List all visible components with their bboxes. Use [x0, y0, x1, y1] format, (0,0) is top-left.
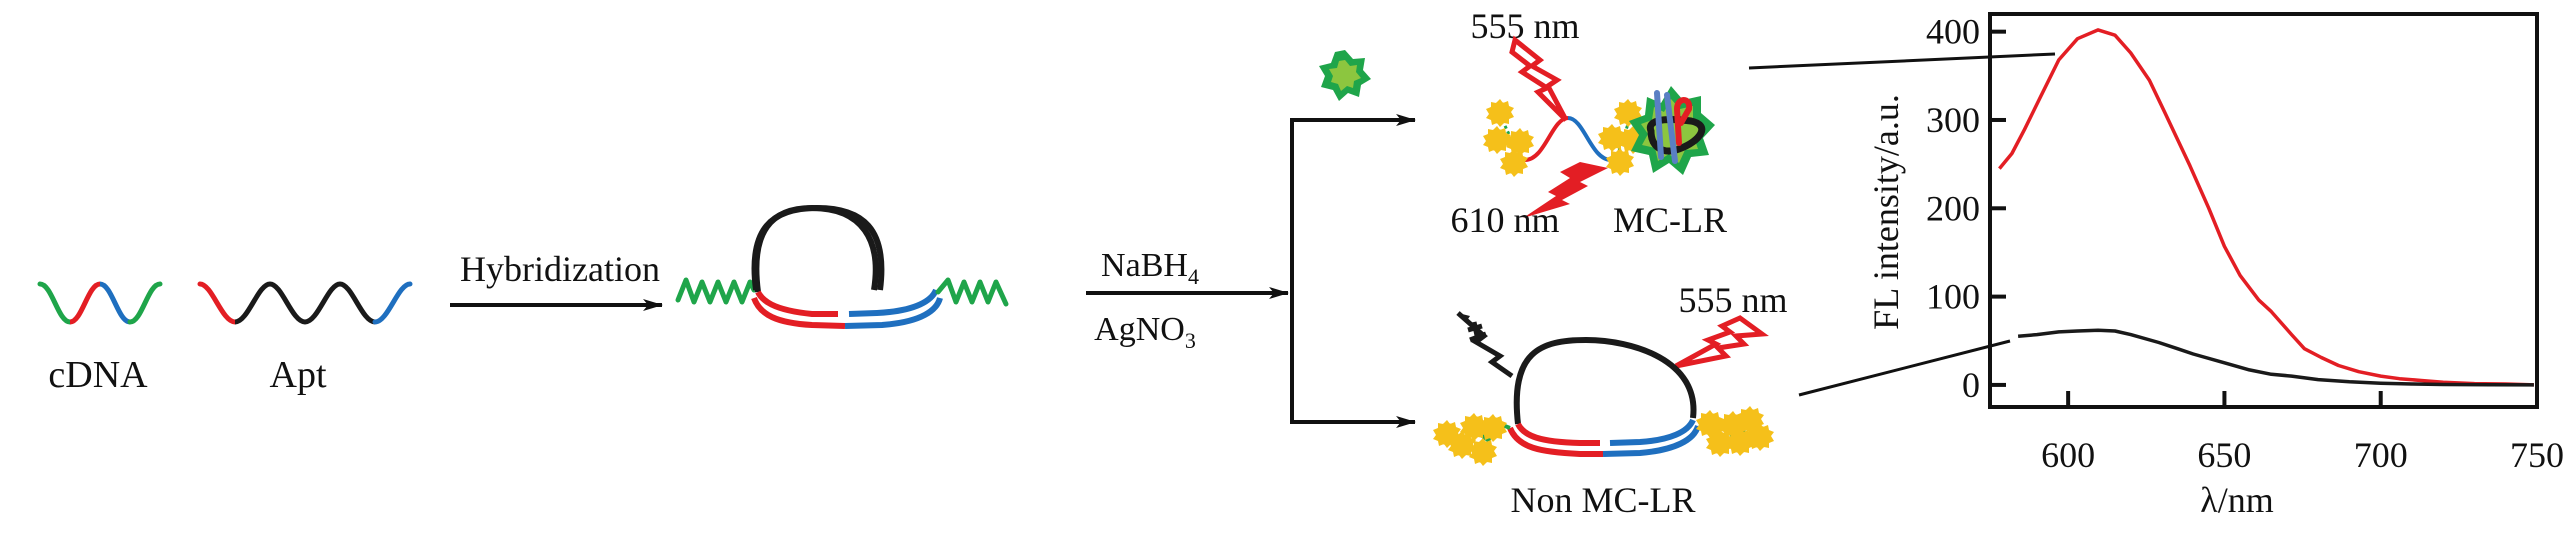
x-tick-label: 700 — [2354, 435, 2408, 475]
fluorescence-chart: 0 100 200 300 400 600 650 700 750 FL intensity/… — [1866, 12, 2564, 520]
target-label: MC-LR — [1613, 200, 1727, 240]
hybrid-duplex — [675, 204, 943, 329]
aptamer-mclr-complex-icon — [1629, 86, 1715, 175]
series-line-mclr — [1998, 28, 2534, 387]
pointer-line-top — [1748, 52, 2056, 70]
non-target-label: Non MC-LR — [1510, 480, 1695, 520]
x-tick-label: 750 — [2510, 435, 2564, 475]
y-tick-label: 0 — [1962, 365, 1980, 405]
silver-nanoclusters-bottom-left — [1433, 413, 1511, 466]
spectra-series — [1998, 28, 2534, 387]
quenched-bolt-icon — [1456, 311, 1514, 379]
silver-nanoclusters-bottom-right — [1696, 406, 1774, 457]
branch-bracket — [1290, 114, 1416, 428]
x-axis-label: λ/nm — [2200, 480, 2273, 520]
reagent-nabh4: NaBH4 — [1101, 247, 1199, 289]
y-tick-label: 100 — [1926, 277, 1980, 317]
emission-bolt-top-icon — [1523, 162, 1608, 218]
cdna-label: cDNA — [48, 354, 148, 396]
excitation-bolt-bottom-icon — [1674, 315, 1769, 369]
series-line-non-mclr — [2017, 328, 2534, 387]
silver-nanoclusters-left — [1483, 99, 1534, 177]
aptamer-cdna-duplex-bottom — [1507, 336, 1701, 457]
y-axis-label: FL intensity/a.u. — [1866, 94, 1906, 330]
duplex-green-tails — [935, 277, 1009, 307]
x-tick-label: 650 — [2197, 435, 2251, 475]
apt-label: Apt — [270, 354, 327, 396]
pointer-line-bottom — [1798, 339, 2011, 397]
cdna-strand — [37, 281, 163, 325]
aptamer-strand — [197, 281, 413, 325]
mclr-star-icon — [1319, 50, 1371, 101]
emission-label: 610 nm — [1450, 200, 1559, 240]
y-axis-ticks: 0 100 200 300 400 — [1926, 12, 2006, 405]
silver-nanoclusters-right — [1598, 99, 1647, 176]
freed-cdna — [1524, 116, 1612, 162]
excitation-bolt-top-icon — [1509, 35, 1569, 122]
hybridization-label: Hybridization — [460, 249, 660, 289]
y-tick-label: 400 — [1926, 12, 1980, 52]
excitation-label-top: 555 nm — [1470, 6, 1579, 46]
excitation-label-bottom: 555 nm — [1678, 280, 1787, 320]
reagent-agno3: AgNO3 — [1094, 311, 1196, 353]
y-tick-label: 200 — [1926, 188, 1980, 228]
x-axis-ticks: 600 650 700 750 — [2041, 391, 2564, 475]
x-tick-label: 600 — [2041, 435, 2095, 475]
duplex-loop — [751, 204, 885, 291]
plot-frame — [1988, 12, 2539, 409]
y-tick-label: 300 — [1926, 100, 1980, 140]
